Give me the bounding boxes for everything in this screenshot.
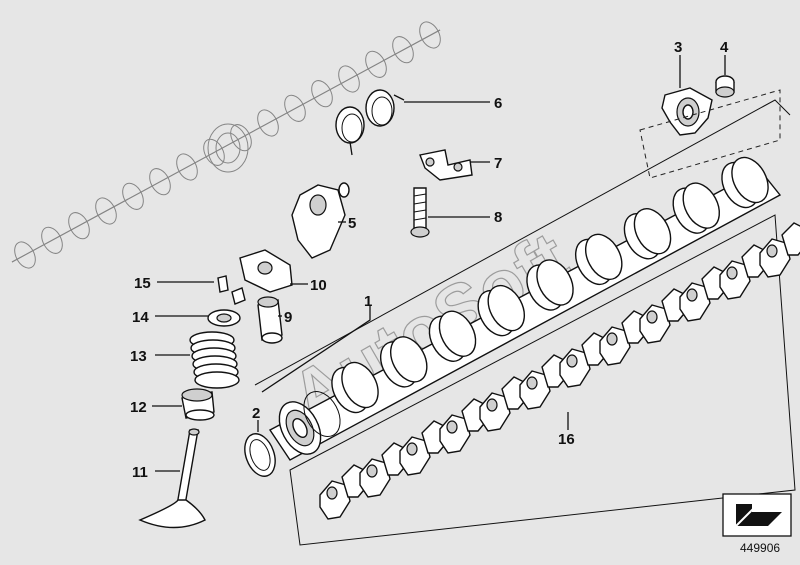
callout-8: 8 (494, 209, 502, 226)
bolt[interactable] (715, 75, 735, 98)
rocker-arm-10[interactable] (239, 249, 293, 293)
bracket-7[interactable] (419, 149, 473, 181)
rocker-arm-item (759, 222, 800, 278)
valve-spring-13[interactable] (189, 331, 240, 389)
rocker-arm-item (639, 288, 689, 344)
navigation-arrow-icon[interactable] (722, 493, 792, 537)
callout-2: 2 (252, 405, 260, 422)
cam-lobe (331, 361, 379, 414)
callout-7: 7 (494, 155, 502, 172)
tappet-9[interactable] (257, 296, 283, 344)
cam-lobe (379, 336, 428, 388)
trigger-wheel[interactable] (661, 87, 713, 136)
screw-8[interactable] (410, 187, 430, 238)
valve-stem-seal-12[interactable] (181, 388, 215, 421)
callout-5: 5 (348, 215, 356, 232)
callout-11: 11 (132, 464, 148, 481)
callout-15: 15 (134, 275, 151, 292)
camshaft[interactable] (268, 151, 782, 461)
cam-lobe (428, 310, 477, 362)
rocker-arm-item (599, 310, 649, 366)
cam-lobe (721, 156, 769, 209)
callout-14: 14 (132, 309, 149, 326)
rocker-arm-item (559, 332, 609, 388)
spring-retainer-14[interactable] (207, 309, 241, 327)
cam-lobe (477, 284, 526, 337)
rocker-arm-set[interactable] (319, 222, 800, 520)
callout-1: 1 (364, 293, 372, 310)
assembly-outlines (254, 89, 796, 546)
rocker-arm-5[interactable] (291, 182, 350, 259)
callout-3: 3 (674, 39, 682, 56)
seal-ring[interactable] (239, 430, 280, 481)
cam-lobe (623, 208, 672, 260)
callouts: 1 2 3 4 5 6 7 8 9 10 11 12 13 14 15 16 (130, 39, 729, 481)
valve-cotter-15[interactable] (217, 275, 229, 293)
callout-4: 4 (720, 39, 729, 56)
callout-16: 16 (558, 431, 575, 448)
callout-13: 13 (130, 348, 147, 365)
valve-11[interactable] (138, 428, 206, 529)
callout-10: 10 (310, 277, 327, 294)
callout-6: 6 (494, 95, 502, 112)
clip (231, 287, 246, 305)
callout-9: 9 (284, 309, 292, 326)
cam-lobe (672, 182, 721, 234)
cam-lobe (574, 233, 623, 286)
leader-lines (152, 55, 726, 472)
rocker-arm-item (359, 442, 409, 498)
cam-lobe (526, 259, 574, 311)
background-camshaft (11, 21, 441, 269)
spring-6[interactable] (335, 89, 405, 156)
diagram-number: 449906 (740, 541, 780, 555)
callout-12: 12 (130, 399, 147, 416)
